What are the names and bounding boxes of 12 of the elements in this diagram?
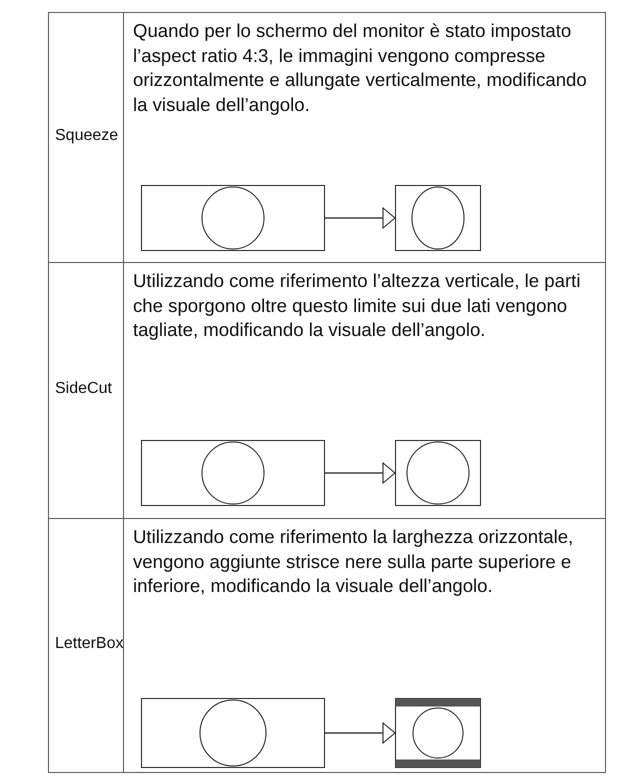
arrow bbox=[325, 462, 396, 484]
arrow bbox=[325, 208, 396, 228]
description-text: Utilizzando come riferimento la larghezza orizzontale, vengono aggiunte strisce nere sulla parte superiore e inferiore, modificando la visuale dell’angolo. bbox=[133, 525, 574, 598]
arrow bbox=[325, 722, 396, 744]
screen-drawing bbox=[141, 185, 325, 251]
screen-drawing bbox=[395, 185, 481, 251]
screen-drawing bbox=[141, 440, 325, 506]
description-text: Quando per lo schermo del monitor è stato impostato l’aspect ratio 4:3, le immagini vengono compresse orizzontalmente e allungate verticalmente, modificando la visuale dell’angolo. bbox=[133, 19, 588, 117]
screen-drawing bbox=[141, 698, 325, 768]
screen-drawing bbox=[395, 698, 481, 768]
description-text: Utilizzando come riferimento l’altezza verticale, le parti che sporgono oltre questo limite sui due lati vengono tagliate, modificando la visuale dell’angolo. bbox=[133, 269, 582, 342]
screen-drawing bbox=[395, 440, 481, 506]
